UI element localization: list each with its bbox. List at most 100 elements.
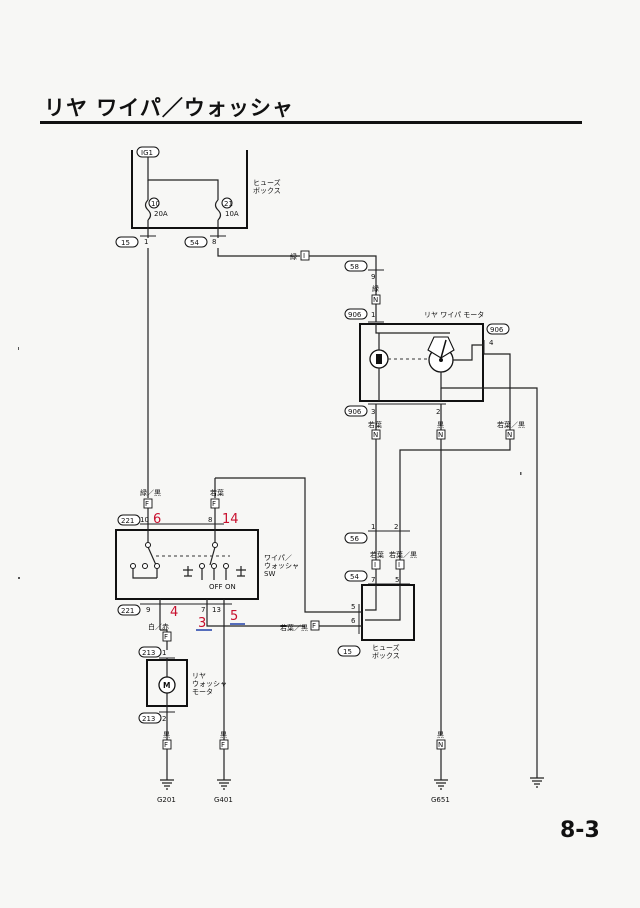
wire-black-n-code: N	[438, 431, 443, 439]
wire-white-red: 白／赤	[148, 622, 169, 631]
wire-black-n-bottom-code: N	[438, 741, 443, 749]
fuse-b-rating: 10A	[225, 210, 239, 218]
ground-g401-label: G401	[214, 796, 233, 804]
mid-pin-7: 7	[371, 576, 375, 584]
conn-15-mid: 15	[343, 648, 352, 656]
wire-lt-green: 若葉	[210, 488, 224, 497]
wire-white-red-code: F	[164, 633, 168, 641]
wire-lt-green-black-n: 若葉／黒	[497, 420, 525, 429]
wire-lt-green-code: F	[212, 500, 216, 508]
wire-green-top: 緑	[290, 252, 297, 261]
title-rule	[40, 121, 582, 124]
motor-pin-4: 4	[489, 339, 494, 347]
mid-pin-5b: 5	[351, 603, 355, 611]
sw-pin-10: 10	[140, 516, 149, 524]
conn-54-top: 54	[190, 239, 199, 247]
hand-4: 4	[170, 605, 178, 620]
wire-black-code: F	[221, 741, 225, 749]
ground-g201-label: G201	[157, 796, 176, 804]
wire-black-2-code: F	[164, 741, 168, 749]
hand-6: 6	[153, 512, 161, 527]
mid-pin-5: 5	[395, 576, 399, 584]
wire-black-2: 黒	[163, 731, 170, 739]
fuse-a-num: 10	[151, 200, 160, 208]
conn-15-top: 15	[121, 239, 130, 247]
fuse-a-circle	[148, 197, 160, 209]
wire-lt-green-black: 若葉／黒	[280, 623, 308, 632]
ground-g401	[217, 779, 231, 790]
washer-label-2: ウォッシャ	[192, 680, 227, 688]
fuse-box-label-2: ボックス	[253, 187, 281, 195]
sw-off: OFF	[209, 583, 223, 591]
hand-5: 5	[230, 609, 238, 624]
mid-pin-6: 6	[351, 617, 356, 625]
code-i-2: I	[398, 561, 400, 569]
fuse-box-top: IG1 10 20A 21 10A ヒューズ ボックス 15 1 54 8	[115, 146, 281, 248]
rear-wiper-motor: 906 1 リヤ ワイパ モータ 906 4 906 3 2	[344, 308, 510, 417]
wire-black: 黒	[220, 731, 227, 739]
wire-lt-green-black-n-code: N	[507, 431, 512, 439]
washer-pin-1: 1	[162, 649, 166, 657]
conn-906-b: 906	[490, 326, 504, 334]
sw-pin-9: 9	[146, 606, 150, 614]
sw-pin-7: 7	[201, 606, 205, 614]
washer-label-3: モータ	[192, 687, 213, 696]
mid-box-label-2: ボックス	[372, 652, 400, 660]
conn-906-a: 906	[348, 311, 362, 319]
ground-g651	[434, 779, 448, 790]
fuse-box-mid: 1 2 56 若葉 若葉／黒 I I 54 7 5 15 5 6 ヒューズ ボッ…	[337, 523, 417, 660]
wire-lt-green-n-code: N	[373, 431, 378, 439]
conn-213-top: 213	[142, 649, 155, 657]
motor-pin-3: 3	[371, 408, 375, 416]
fuse-box-label-1: ヒューズ	[253, 178, 281, 187]
wire-green-mid: 緑	[372, 284, 379, 293]
conn-56: 56	[350, 535, 359, 543]
conn-54-mid: 54	[350, 573, 359, 581]
sw-label-3: SW	[264, 570, 275, 578]
ground-g201	[160, 779, 174, 790]
conn-906-c: 906	[348, 408, 362, 416]
conn-213-bottom: 213	[142, 715, 155, 723]
sw-pin-8: 8	[208, 516, 212, 524]
wiper-washer-switch: 221 10 8 OFF ON ワイパ／ ウォッシャ SW 221 9 7 13	[115, 514, 299, 616]
mid-pin-1: 1	[371, 523, 375, 531]
sw-label-2: ウォッシャ	[264, 562, 299, 570]
conn-58: 58	[350, 263, 359, 271]
wire-green-red-code: F	[145, 500, 149, 508]
fuse-a-rating: 20A	[154, 210, 168, 218]
wire-black-n-bottom: 黒	[437, 731, 444, 739]
sw-label-1: ワイパ／	[264, 554, 292, 562]
conn-221-top: 221	[121, 517, 134, 525]
fuse-b-num: 21	[224, 200, 233, 208]
wire-lt-green-black-code: F	[312, 622, 316, 630]
motor-pin-2: 2	[436, 408, 440, 416]
wire-lt-green-i2: 若葉／黒	[389, 550, 417, 559]
wire-green-top-code: I	[303, 252, 305, 260]
conn-221-bottom: 221	[121, 607, 134, 615]
pin-9: 9	[371, 273, 375, 281]
washer-motor-symbol	[158, 676, 176, 694]
pin-1-top: 1	[144, 238, 148, 246]
pin-8-top: 8	[212, 238, 216, 246]
mid-box-label-1: ヒューズ	[372, 643, 400, 652]
motor-label: リヤ ワイパ モータ	[424, 310, 484, 319]
washer-pin-2: 2	[162, 715, 166, 723]
wire-lt-green-i1: 若葉	[370, 550, 384, 559]
rear-washer-motor: 213 1 M リヤ ウォッシャ モータ 213 2	[138, 646, 227, 724]
sw-pin-13: 13	[212, 606, 221, 614]
wire-lt-green-n: 若葉	[368, 420, 382, 429]
conn-ig1: IG1	[141, 149, 153, 157]
hand-3: 3	[198, 616, 206, 631]
sw-on: ON	[225, 583, 236, 591]
hand-14: 14	[222, 512, 239, 527]
wire-green-red: 緑／黒	[140, 488, 161, 497]
page-number: 8-3	[560, 818, 600, 843]
page-title: リヤ ワイパ／ウォッシャ	[44, 96, 294, 120]
mid-pin-2: 2	[394, 523, 398, 531]
wire-green-mid-code: N	[373, 296, 378, 304]
wire-black-n: 黒	[437, 421, 444, 429]
fuse-b-circle	[221, 197, 233, 209]
washer-label-1: リヤ	[192, 672, 206, 680]
washer-m: M	[163, 681, 170, 690]
